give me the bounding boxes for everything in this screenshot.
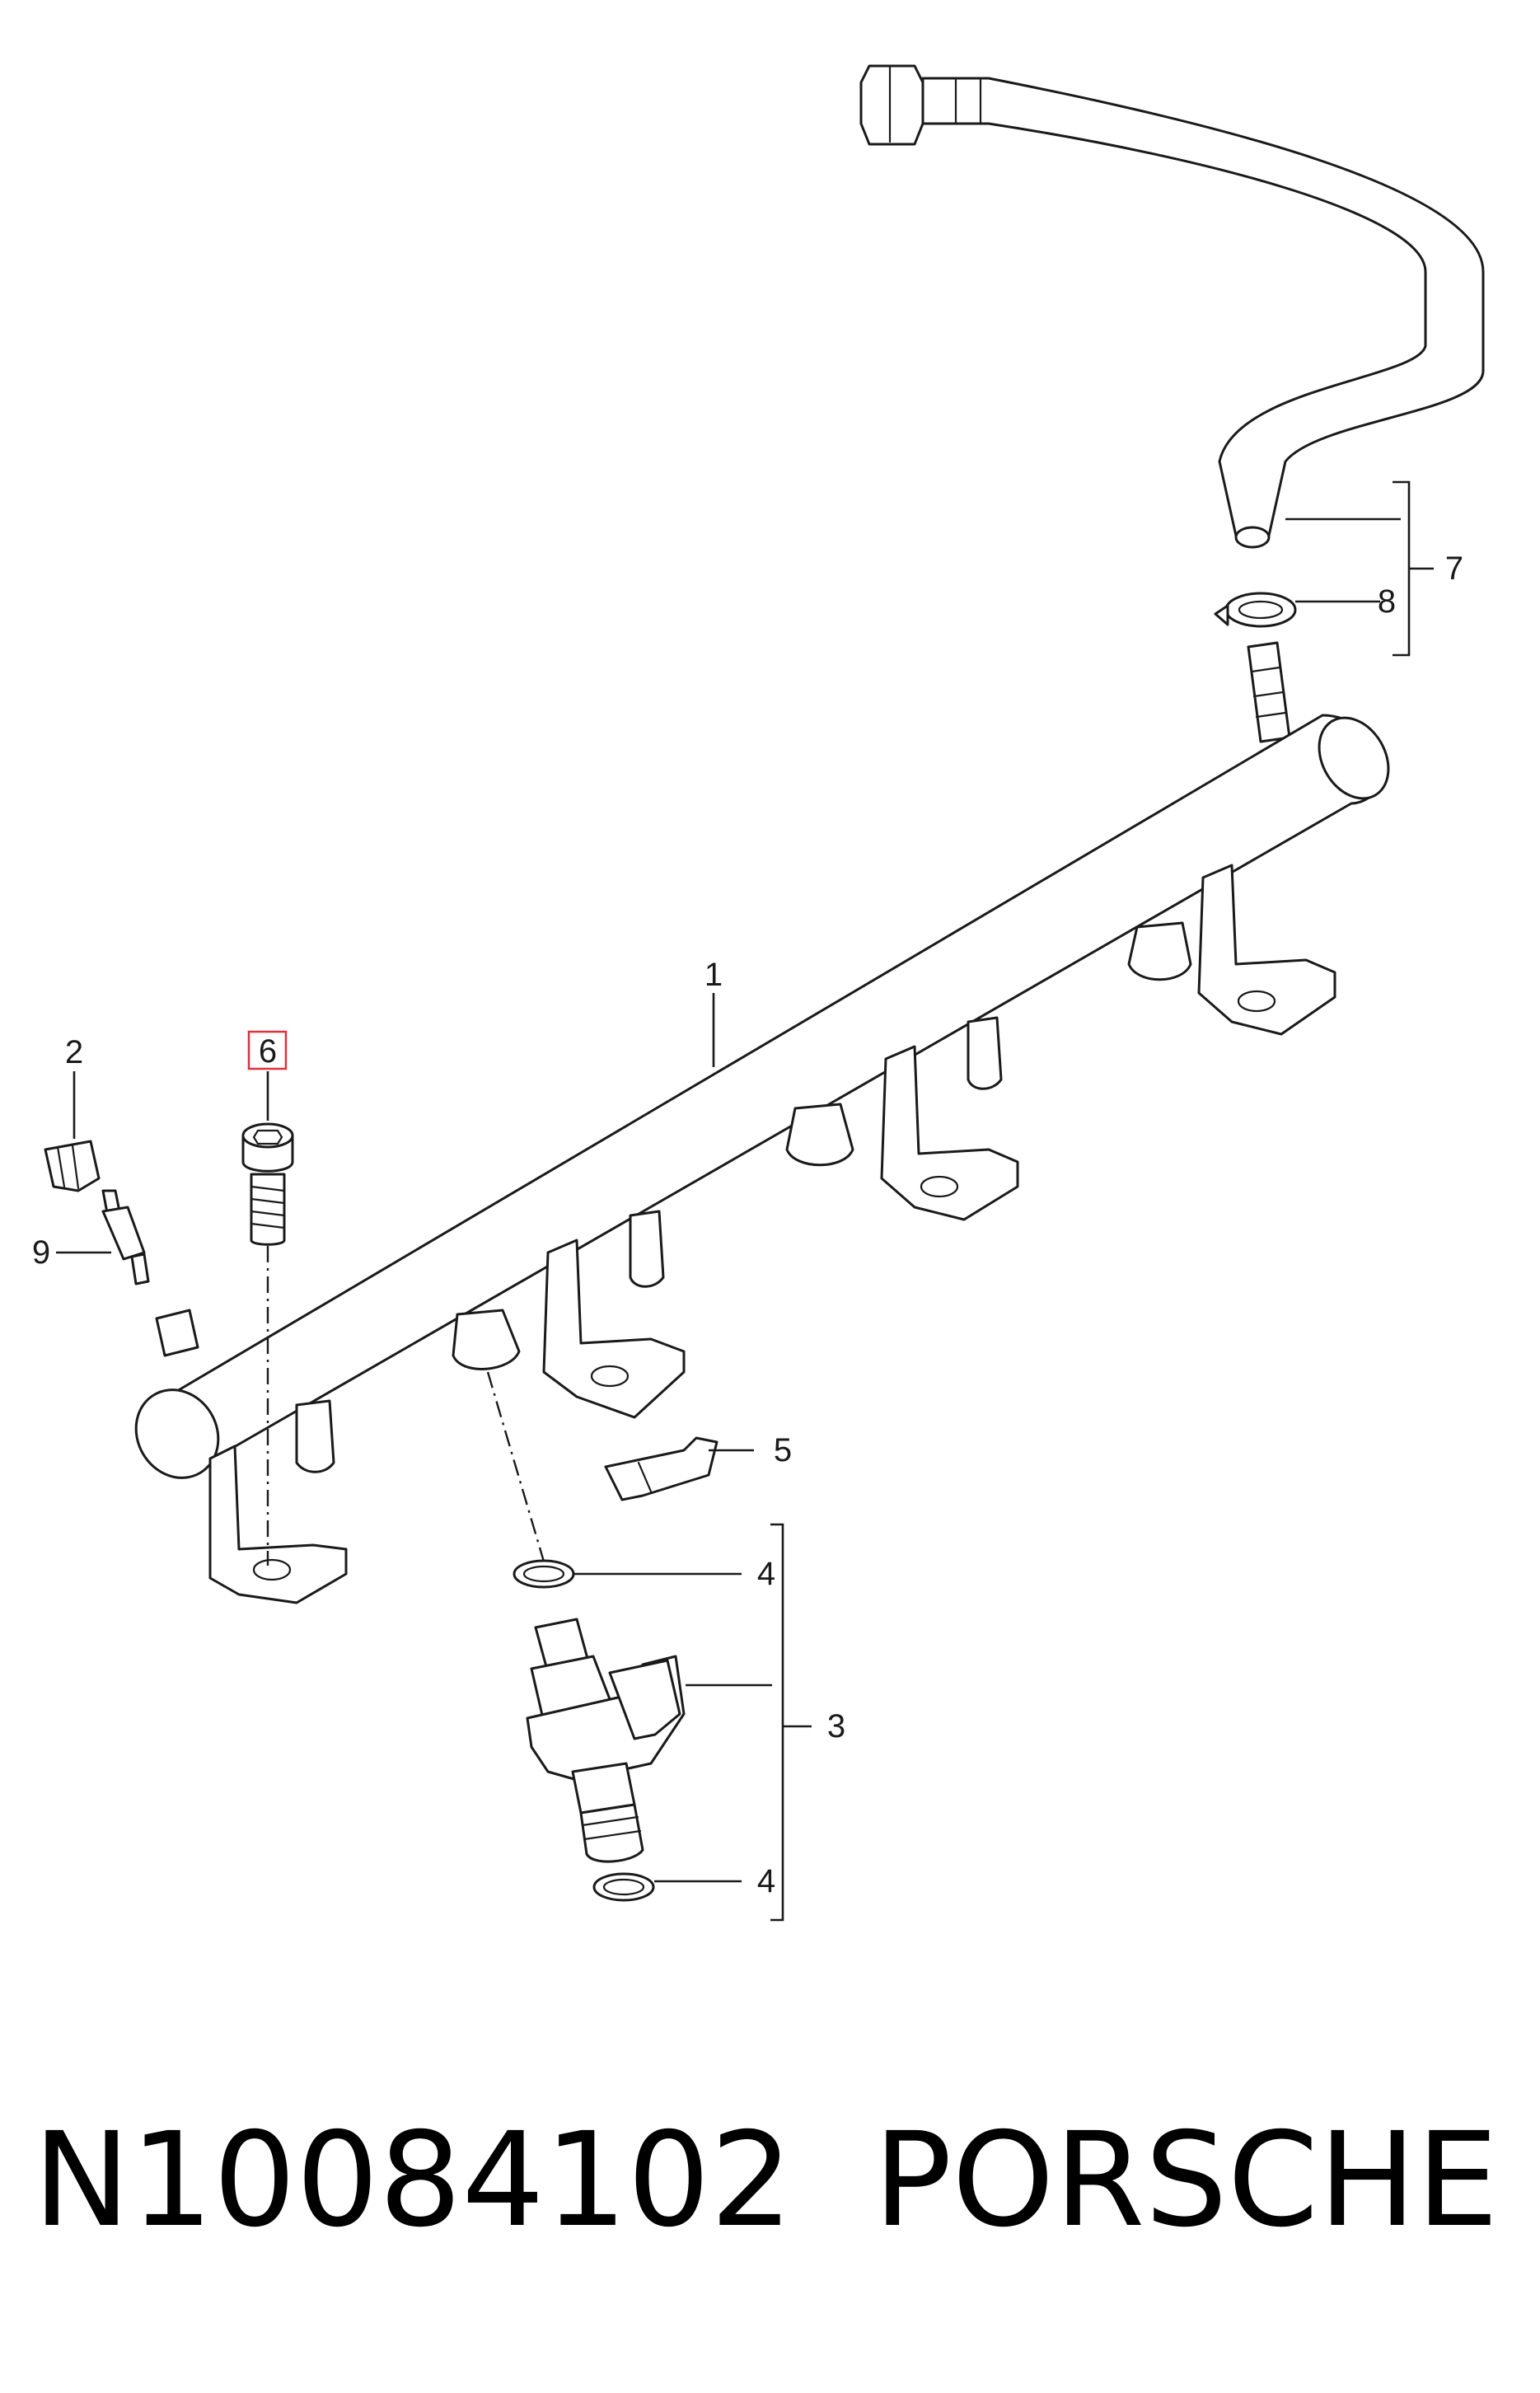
fuel-rail xyxy=(134,714,1390,1479)
hose-fitting-nut xyxy=(859,64,924,146)
callout-highlight-box xyxy=(247,1030,288,1070)
mounting-brackets xyxy=(208,864,1336,1604)
callout-4-lower: 4 xyxy=(757,1863,775,1899)
injector-cups xyxy=(295,921,1192,1473)
valve-port xyxy=(155,1309,199,1357)
callout-1: 1 xyxy=(704,957,723,993)
rail-end-cap-right xyxy=(1318,716,1390,800)
hose-clamp xyxy=(1214,592,1297,628)
callout-8: 8 xyxy=(1378,583,1396,620)
hose-end xyxy=(1234,526,1271,549)
valve-cap xyxy=(44,1140,101,1192)
callout-7: 7 xyxy=(1445,550,1463,587)
rail-end-cap xyxy=(134,1389,220,1479)
mounting-bolt xyxy=(241,1122,294,1246)
fuel-injector xyxy=(526,1618,686,1863)
callout-6: 6 xyxy=(259,1033,277,1070)
callout-3: 3 xyxy=(827,1708,845,1744)
retaining-clip xyxy=(604,1436,719,1501)
o-ring-upper xyxy=(513,1559,575,1589)
callout-2: 2 xyxy=(65,1034,83,1070)
o-ring-lower xyxy=(592,1872,655,1902)
rail-inlet-nipple xyxy=(1247,641,1291,743)
callout-4-upper: 4 xyxy=(757,1556,775,1592)
leader-lines xyxy=(56,480,1434,1922)
part-number-caption: N10084102 xyxy=(33,2105,793,2256)
fuel-hose xyxy=(859,64,1485,549)
callout-9: 9 xyxy=(32,1234,50,1271)
brand-caption: PORSCHE xyxy=(873,2105,1499,2256)
test-valve xyxy=(101,1189,199,1357)
callout-5: 5 xyxy=(774,1432,792,1468)
